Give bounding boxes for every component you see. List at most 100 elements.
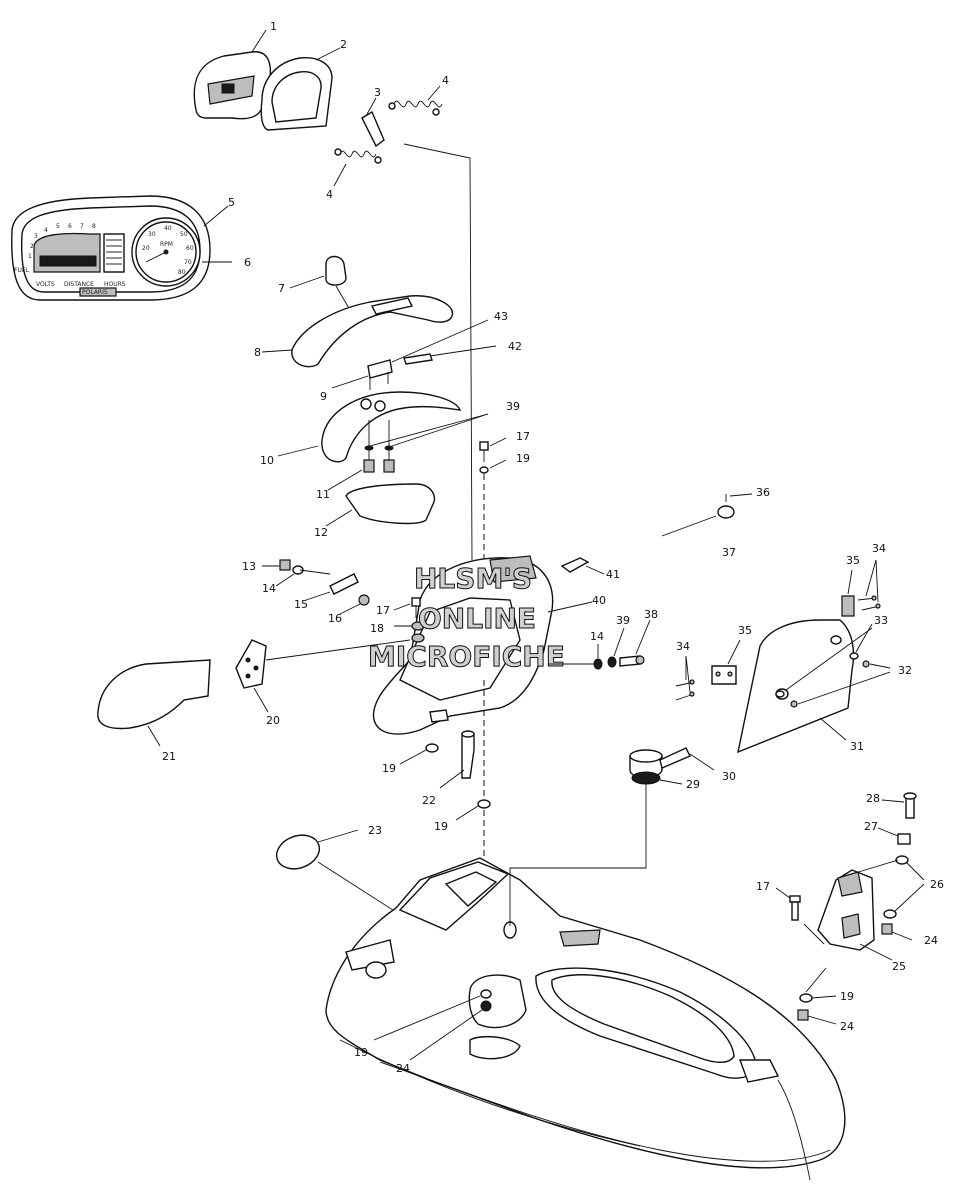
callout-8: 8 (254, 346, 261, 359)
part-42-pin (403, 353, 433, 365)
callout-4b: 4 (326, 188, 333, 201)
callout-41: 41 (606, 568, 620, 581)
tach-80: 80 (178, 269, 186, 276)
gauge-bar-scale-4: 4 (44, 227, 48, 234)
part-17-bolt-upper (479, 441, 489, 462)
gauge-bar-scale-1: 1 (28, 253, 32, 260)
part-20-mount-plate (235, 639, 267, 689)
part-13-nut (279, 559, 291, 571)
callout-5: 5 (228, 196, 235, 209)
part-10-gasket (321, 391, 462, 463)
part-7-knob (325, 255, 351, 311)
callout-39a: 39 (506, 400, 520, 413)
part-23-round-pad (275, 834, 321, 870)
callout-10: 10 (260, 454, 274, 467)
part-19-washer-upper (479, 466, 489, 474)
callout-21: 21 (162, 750, 176, 763)
callout-25: 25 (892, 960, 906, 973)
callout-labels: 1 2 3 4 4 5 6 7 8 9 10 11 12 13 14 14 15… (162, 20, 944, 1075)
part-17-bolt-mid (411, 597, 421, 618)
part-34-rivets-upper (857, 595, 881, 611)
hull-deck (325, 857, 846, 1169)
callout-14b: 14 (590, 630, 604, 643)
part-11-nuts (363, 420, 395, 473)
part-25-bracket (817, 869, 875, 951)
callout-18: 18 (370, 622, 384, 635)
callout-11: 11 (316, 488, 330, 501)
callout-34a: 34 (872, 542, 886, 555)
callout-32: 32 (898, 664, 912, 677)
callout-7: 7 (278, 282, 285, 295)
gauge-volts-label: VOLTS (36, 281, 55, 288)
callout-39b: 39 (616, 614, 630, 627)
gauge-bar-scale-7: 7 (80, 223, 84, 230)
part-18-bushing (411, 621, 425, 643)
part-14-washer-right (593, 658, 603, 670)
tach-30: 30 (148, 231, 156, 238)
gauge-bar-scale-5: 5 (56, 223, 60, 230)
part-28-stud (903, 792, 917, 819)
part-35-latch-lower (711, 665, 737, 685)
callout-28: 28 (866, 792, 880, 805)
part-1-grip-bezel (193, 51, 272, 120)
callout-29: 29 (686, 778, 700, 791)
callout-26: 26 (930, 878, 944, 891)
tach-unit: RPM (160, 241, 173, 248)
tach-50: 50 (180, 231, 188, 238)
part-17-bolt-right (789, 895, 801, 921)
callout-14a: 14 (262, 582, 276, 595)
callout-17b: 17 (376, 604, 390, 617)
callout-19c: 19 (434, 820, 448, 833)
part-32-screws (790, 660, 870, 708)
callout-35b: 35 (738, 624, 752, 637)
callout-19d: 19 (354, 1046, 368, 1059)
callout-36: 36 (756, 486, 770, 499)
callout-30: 30 (722, 770, 736, 783)
callout-22: 22 (422, 794, 436, 807)
gauge-brand-label: POLARIS (82, 289, 108, 296)
callout-2: 2 (340, 38, 347, 51)
callout-20: 20 (266, 714, 280, 727)
callout-24c: 24 (840, 1020, 854, 1033)
callout-35a: 35 (846, 554, 860, 567)
part-26-washers (883, 855, 909, 919)
callout-16: 16 (328, 612, 342, 625)
callout-43: 43 (494, 310, 508, 323)
callout-19e: 19 (840, 990, 854, 1003)
part-4-spring-lower (334, 148, 382, 164)
gauge-bar-scale-6: 6 (68, 223, 72, 230)
part-4-spring-upper (388, 100, 443, 116)
callout-38: 38 (644, 608, 658, 621)
callout-9: 9 (320, 390, 327, 403)
part-27-nut (897, 833, 911, 845)
callout-17a: 17 (516, 430, 530, 443)
callout-6: 6 (244, 256, 251, 269)
callout-13: 13 (242, 560, 256, 573)
watermark-line1: HLSM'S (414, 562, 532, 595)
part-19-washer-right (799, 993, 813, 1003)
gauge-hours-label: HOURS (104, 281, 126, 288)
callout-15: 15 (294, 598, 308, 611)
part-24-nut-hull (480, 1000, 492, 1012)
part-38-bolt (619, 655, 645, 667)
gauge-bar-scale-3: 3 (34, 233, 38, 240)
callout-33: 33 (874, 614, 888, 627)
part-9-bracket (367, 359, 393, 390)
part-39-washer (607, 656, 617, 668)
part-40-steering-housing (372, 555, 554, 735)
callout-4a: 4 (442, 74, 449, 87)
gauge-distance-label: DISTANCE (64, 281, 94, 288)
tach-70: 70 (184, 259, 192, 266)
part-19-washer-mid (425, 743, 439, 753)
part-34-rivets-lower (675, 679, 695, 701)
part-21-mirror (97, 659, 211, 730)
part-12-plate (345, 483, 436, 525)
callout-23: 23 (368, 824, 382, 837)
gauge-bar-scale-8: 8 (92, 223, 96, 230)
gauge-bar-scale-2: 2 (30, 243, 34, 250)
tach-20: 20 (142, 245, 150, 252)
tach-40: 40 (164, 225, 172, 232)
callout-37: 37 (722, 546, 736, 559)
part-29-nut (631, 771, 661, 785)
callout-40: 40 (592, 594, 606, 607)
